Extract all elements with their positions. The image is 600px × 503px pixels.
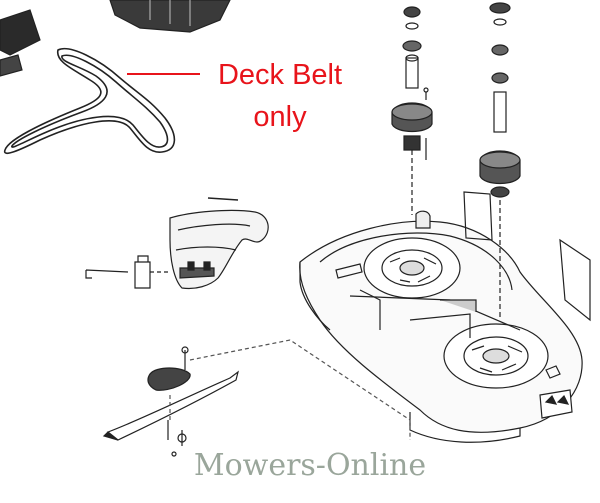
callout-label-only: only	[253, 101, 307, 133]
partial-part-top-left	[0, 0, 231, 77]
watermark-logo: Mowers-Online	[193, 448, 427, 483]
blade	[102, 346, 239, 457]
guide-lines	[169, 339, 411, 440]
mower-deck	[299, 191, 591, 443]
belt-guard	[85, 197, 269, 290]
deck-belt	[4, 47, 176, 155]
callout-label-deck-belt: Deck Belt	[217, 59, 343, 91]
spindle-assembly-right	[479, 2, 521, 320]
spindle-assembly-left	[391, 6, 433, 215]
